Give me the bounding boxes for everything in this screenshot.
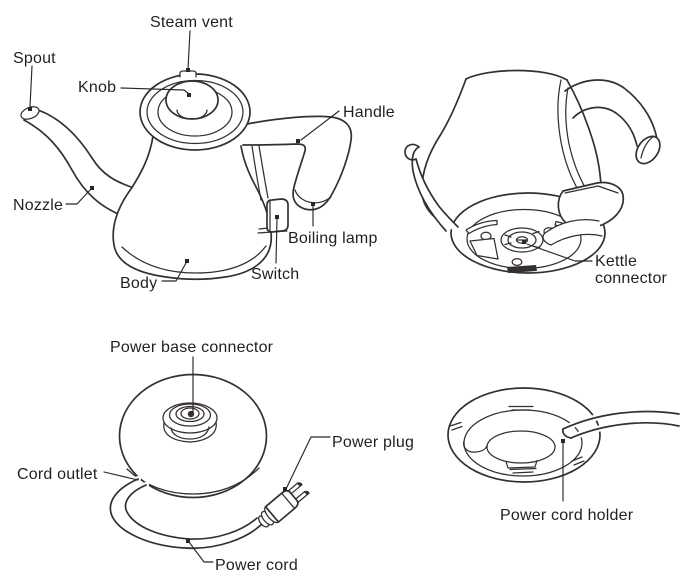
- label-handle: Handle: [343, 104, 395, 121]
- tilted-handle-shape: [557, 79, 661, 194]
- leader-spout: [28, 65, 33, 111]
- leader-switch: [275, 215, 279, 264]
- kettle-side-view-illustration: [20, 70, 353, 281]
- leader-lines: [28, 30, 593, 563]
- power-base-top-view-illustration: [107, 373, 310, 552]
- base-bottom-outline: [447, 387, 601, 483]
- label-kettle-connector-line1: Kettle: [595, 253, 637, 270]
- body-shape: [112, 135, 273, 281]
- kettle-connector-shape: [500, 227, 544, 253]
- base-vent-marks: [449, 405, 585, 474]
- tilted-spout-shape: [404, 143, 459, 232]
- knob-shape: [165, 80, 219, 120]
- power-plug-shape: [258, 482, 310, 528]
- part-labels: Steam vent Spout Knob Handle Nozzle Boil…: [13, 14, 668, 574]
- label-nozzle: Nozzle: [13, 197, 63, 214]
- handle-shape: [242, 115, 353, 211]
- label-boiling-lamp: Boiling lamp: [288, 230, 378, 247]
- label-steam-vent: Steam vent: [150, 14, 233, 31]
- leader-cord-outlet: [103, 471, 139, 481]
- power-base-bottom-view-illustration: [447, 387, 680, 483]
- label-power-plug: Power plug: [332, 434, 414, 451]
- leader-handle: [296, 110, 340, 143]
- leader-body: [161, 259, 189, 282]
- label-spout: Spout: [13, 50, 56, 67]
- boiling-lamp-lens: [294, 189, 332, 204]
- power-base-connector-shape: [162, 402, 218, 443]
- leader-nozzle: [65, 186, 94, 205]
- label-switch: Switch: [251, 266, 299, 283]
- leader-power-cord: [186, 539, 214, 563]
- label-kettle-connector-line2: connector: [595, 270, 668, 287]
- leader-power-plug: [283, 436, 331, 491]
- lid-shape: [139, 70, 251, 151]
- label-power-cord: Power cord: [215, 557, 298, 574]
- power-base-disc-shape: [118, 373, 268, 499]
- leader-steam-vent: [186, 30, 191, 72]
- label-cord-outlet: Cord outlet: [17, 466, 98, 483]
- label-power-base-connector: Power base connector: [110, 339, 274, 356]
- power-cord-shape: [107, 476, 266, 552]
- leader-power-cord-holder: [561, 439, 565, 502]
- label-body: Body: [120, 275, 157, 292]
- spout-shape: [20, 106, 141, 219]
- power-cord-holder-shape: [462, 430, 556, 469]
- label-power-cord-holder: Power cord holder: [500, 507, 634, 524]
- leader-knob: [120, 87, 191, 97]
- leader-boiling-lamp: [311, 202, 315, 227]
- handle-mount-shape: [542, 181, 625, 246]
- label-knob: Knob: [78, 79, 116, 96]
- stored-cord-shape: [560, 408, 680, 441]
- kettle-bottom-view-illustration: [404, 69, 661, 274]
- leader-kettle-connector: [522, 240, 593, 262]
